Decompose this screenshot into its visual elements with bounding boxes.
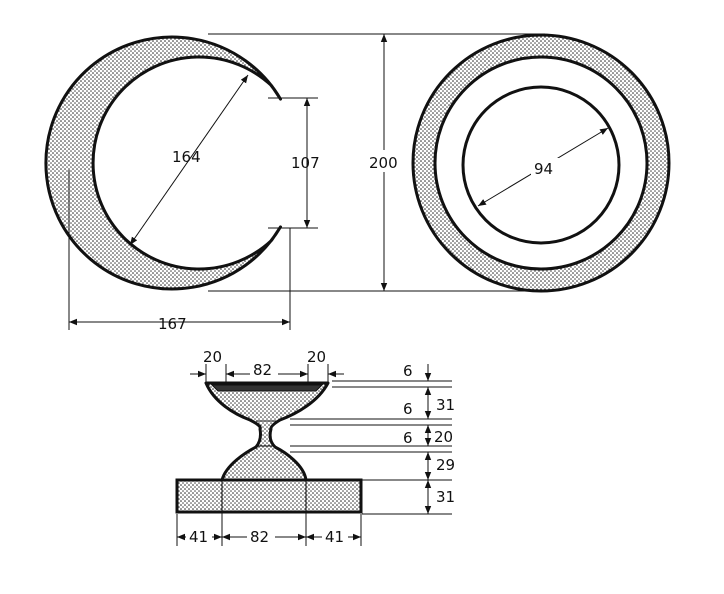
- dim-line-164: [129, 74, 249, 246]
- dim-label-82-bottom: 82: [250, 528, 269, 546]
- dim-label-200-bg: [366, 150, 402, 172]
- dim-label-82-bottom-bg: [247, 528, 275, 546]
- dim-label-41-right-bg: [322, 528, 348, 546]
- dim-label-31-top: 31: [436, 396, 455, 414]
- dim-label-29: 29: [436, 456, 455, 474]
- dim-label-top-left: 20: [203, 348, 222, 366]
- dim-label-top-right: 20: [307, 348, 326, 366]
- dim-label-41-left-bg: [186, 528, 212, 546]
- dim-label-107: 107: [291, 154, 320, 172]
- base-plate: [175, 478, 363, 514]
- dim-label-top-center-bg: [250, 360, 278, 378]
- dim-label-41-right: 41: [325, 528, 344, 546]
- dim-label-94: 94: [534, 160, 553, 178]
- stand-profile: [204, 381, 330, 482]
- dim-label-20-neck: 20: [434, 428, 453, 446]
- dim-label-200: 200: [369, 154, 398, 172]
- dim-label-31-base: 31: [436, 488, 455, 506]
- top-lip: [210, 384, 324, 392]
- dim-label-167: 167: [158, 315, 187, 333]
- closed-ring-shape: [411, 33, 671, 293]
- dim-label-top-center: 82: [253, 361, 272, 379]
- dim-label-164: 164: [172, 148, 201, 166]
- side-view: [175, 381, 363, 514]
- dim-label-6c: 6: [403, 429, 413, 447]
- open-ring: [44, 35, 282, 291]
- dim-label-6b: 6: [403, 400, 413, 418]
- dim-label-6a: 6: [403, 362, 413, 380]
- dim-label-94-bg: [531, 158, 559, 178]
- dim-label-41-left: 41: [189, 528, 208, 546]
- open-ring-shape: [44, 35, 282, 291]
